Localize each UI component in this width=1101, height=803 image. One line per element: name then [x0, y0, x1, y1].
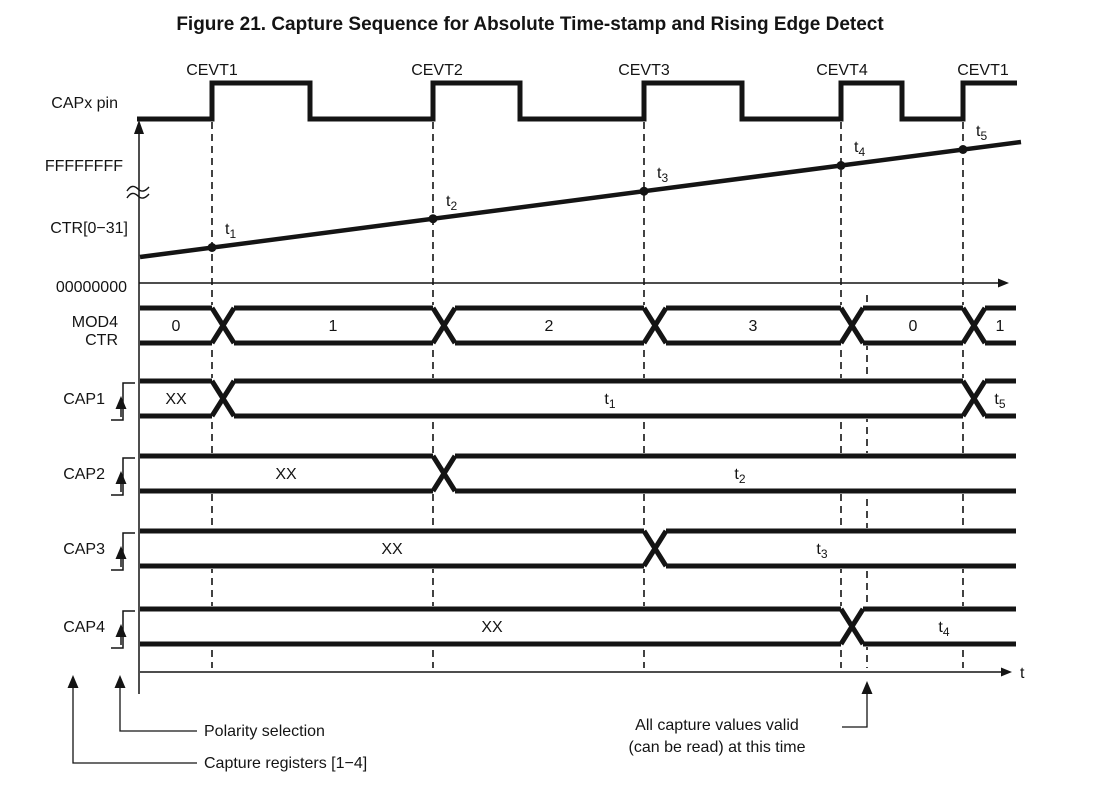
- capture-registers-pointer-arrow-icon: [67, 675, 79, 688]
- signal-labels: CAPx pin FFFFFFFF CTR[0−31] 00000000 MOD…: [45, 95, 128, 636]
- mod4-value: 1: [329, 318, 338, 335]
- mod4-value: 0: [909, 318, 918, 335]
- mod4-label-line2: CTR: [85, 332, 118, 349]
- event-label-cevt4: CEVT4: [816, 62, 868, 79]
- ctr-label: CTR[0−31]: [50, 220, 128, 237]
- valid-annotation-line1: All capture values valid: [635, 717, 799, 734]
- capture-dot-t4: [836, 161, 846, 170]
- zero-axis-right-arrow-icon: [998, 278, 1009, 288]
- polarity-annotation: Polarity selection: [204, 723, 325, 740]
- cap4-initial-value: XX: [481, 619, 503, 636]
- cap3-captured-value: t3: [816, 541, 827, 561]
- ctr-min-label: 00000000: [56, 279, 127, 296]
- capture-dot-t1: [207, 243, 217, 252]
- event-labels: CEVT1 CEVT2 CEVT3 CEVT4 CEVT1: [186, 62, 1009, 79]
- mod4-value: 1: [996, 318, 1005, 335]
- axis-break-icon: [126, 185, 150, 199]
- rising-edge-icon: [111, 610, 135, 649]
- time-axis-label: t: [1020, 665, 1025, 682]
- event-label-cevt3: CEVT3: [618, 62, 670, 79]
- cap3-bus: [140, 528, 1016, 569]
- polarity-icons: [111, 382, 135, 649]
- cap1-final-value: t5: [994, 391, 1005, 411]
- capx-pin-label: CAPx pin: [51, 95, 118, 112]
- event-label-cevt2: CEVT2: [411, 62, 463, 79]
- cap1-initial-value: XX: [165, 391, 187, 408]
- capture-dot-t5: [958, 145, 968, 154]
- event-label-cevt1: CEVT1: [186, 62, 238, 79]
- cap3-initial-value: XX: [381, 541, 403, 558]
- time-point-t4: t4: [854, 139, 865, 159]
- valid-annotation-line2: (can be read) at this time: [629, 739, 806, 756]
- time-point-labels: t1 t2 t3 t4 t5: [225, 123, 987, 241]
- time-point-t5: t5: [976, 123, 987, 143]
- cap1-captured-value: t1: [604, 391, 615, 411]
- cap1-bus: [140, 378, 1016, 419]
- capx-pin-waveform: [137, 80, 1017, 122]
- polarity-pointer-arrow-icon: [114, 675, 126, 688]
- cap2-bus: [140, 453, 1016, 494]
- polarity-pointer-line: [119, 686, 197, 732]
- figure-title: Figure 21. Capture Sequence for Absolute…: [176, 14, 884, 35]
- mod4-value: 2: [545, 318, 554, 335]
- cap2-initial-value: XX: [275, 466, 297, 483]
- bus-masks: [141, 305, 1016, 647]
- event-label-cevt1-wrap: CEVT1: [957, 62, 1009, 79]
- time-point-t1: t1: [225, 221, 236, 241]
- mod4-bus: [140, 305, 1016, 346]
- bus-values: 0 1 2 3 0 1 XX t1 t5 XX t2 XX t3 XX t4: [165, 318, 1006, 639]
- mod4-value: 0: [172, 318, 181, 335]
- valid-time-pointer-line: [842, 692, 868, 728]
- time-point-t3: t3: [657, 165, 668, 185]
- valid-time-up-arrow-icon: [861, 681, 873, 694]
- cap4-bus: [140, 606, 1016, 647]
- ctr-ramp-line: [139, 139, 1022, 260]
- cap3-label: CAP3: [63, 541, 105, 558]
- rising-edge-icon: [111, 532, 135, 571]
- mod4-value: 3: [749, 318, 758, 335]
- ctr-max-label: FFFFFFFF: [45, 158, 123, 175]
- cap2-captured-value: t2: [734, 466, 745, 486]
- ctr-ramp: [139, 139, 1022, 260]
- axes: [126, 120, 1012, 694]
- capture-registers-pointer-line: [72, 686, 197, 764]
- time-axis-right-arrow-icon: [1001, 667, 1012, 677]
- capture-dot-t2: [428, 214, 438, 224]
- cap4-label: CAP4: [63, 619, 105, 636]
- rising-edge-icon: [111, 382, 135, 421]
- capture-dot-t3: [639, 186, 649, 196]
- bottom-annotations: Polarity selection Capture registers [1−…: [67, 675, 873, 772]
- time-point-t2: t2: [446, 193, 457, 213]
- mod4-label-line1: MOD4: [72, 314, 118, 331]
- cap1-label: CAP1: [63, 391, 105, 408]
- cap4-captured-value: t4: [938, 619, 949, 639]
- cap2-label: CAP2: [63, 466, 105, 483]
- rising-edge-icon: [111, 457, 135, 496]
- ctr-axis-up-arrow-icon: [134, 120, 144, 134]
- capture-registers-annotation: Capture registers [1−4]: [204, 755, 367, 772]
